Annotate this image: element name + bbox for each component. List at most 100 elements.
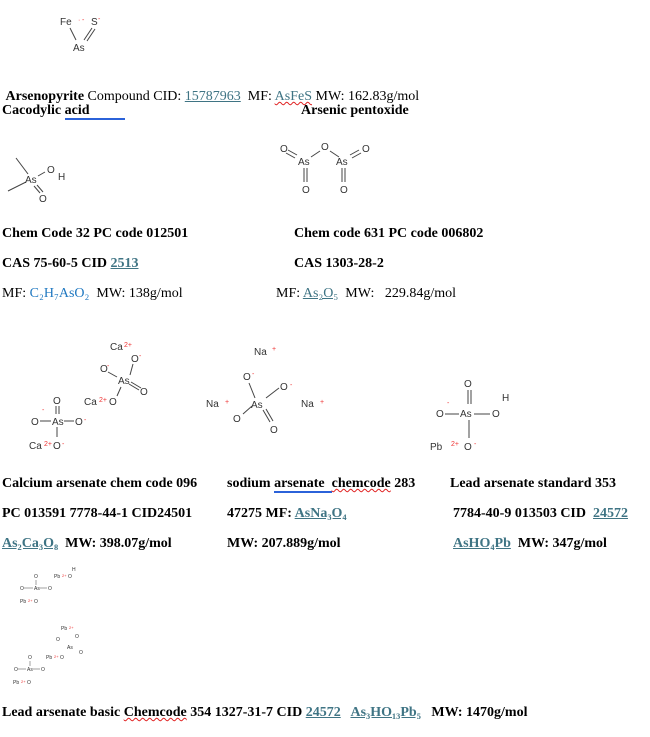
svg-text:O: O xyxy=(31,417,39,428)
link[interactable]: arsenate xyxy=(274,476,332,493)
text: sodium xyxy=(227,476,275,491)
lead-line-3: AsHO₄Pb MW: 347g/mol xyxy=(453,536,607,552)
arsenopyrite-line: Arsenopyrite Compound CID: 15787963 MF: … xyxy=(2,73,420,105)
sodium-line-3: MW: 207.889g/mol xyxy=(227,536,341,551)
sodium-line-1: sodium arsenate chemcode 283 xyxy=(227,476,416,493)
svg-text:O: O xyxy=(39,194,47,205)
svg-text:O: O xyxy=(243,372,251,383)
cid-link[interactable]: 15787963 xyxy=(184,89,241,104)
cid-link[interactable]: 2513 xyxy=(110,256,139,271)
mf-link[interactable]: AsHO₄Pb xyxy=(453,536,511,551)
mf-label: MF: xyxy=(276,286,303,301)
svg-text:-: - xyxy=(82,17,85,24)
mf-link[interactable]: AsNa₃O₄ xyxy=(294,506,347,521)
compound-name: Arsenopyrite xyxy=(5,89,85,104)
text: Lead arsenate basic xyxy=(2,705,124,720)
svg-text:O: O xyxy=(53,441,61,452)
svg-text:O: O xyxy=(464,442,472,453)
mf-link[interactable]: As₂Ca₃O₈ xyxy=(2,536,59,551)
svg-text:O: O xyxy=(362,144,370,155)
svg-text:-: - xyxy=(447,400,450,407)
text: 354 1327-31-7 CID xyxy=(186,705,306,720)
svg-text:O: O xyxy=(27,680,31,686)
svg-text:Pb: Pb xyxy=(61,626,67,632)
svg-text:·: · xyxy=(78,17,80,24)
svg-text:Na: Na xyxy=(301,399,314,410)
svg-text:As: As xyxy=(460,409,472,420)
svg-text:Ca: Ca xyxy=(84,397,97,408)
svg-text:O: O xyxy=(75,634,79,640)
svg-text:Na: Na xyxy=(206,399,219,410)
svg-text:H: H xyxy=(58,172,65,183)
svg-text:As: As xyxy=(34,586,40,592)
cid-link[interactable]: 24572 xyxy=(305,705,341,720)
svg-text:As: As xyxy=(27,667,33,673)
cacodylic-acid-structure: As OH O xyxy=(7,157,65,205)
svg-text:O: O xyxy=(140,387,148,398)
svg-text:2+: 2+ xyxy=(28,598,33,603)
mf-label: MF: xyxy=(240,89,275,104)
text: 7784-40-9 013503 CID xyxy=(453,506,593,521)
mw-text: MW: 398.07g/mol xyxy=(58,536,172,551)
svg-text:Pb: Pb xyxy=(20,599,26,605)
svg-text:O: O xyxy=(280,382,288,393)
mw-text: MW: 347g/mol xyxy=(510,536,607,551)
title-link[interactable]: acid xyxy=(64,103,90,120)
mf-link[interactable]: As₂O₅ xyxy=(302,286,339,301)
svg-text:O: O xyxy=(233,414,241,425)
svg-text:Pb: Pb xyxy=(13,680,19,686)
svg-text:2+: 2+ xyxy=(21,679,26,684)
svg-text:O: O xyxy=(60,655,64,661)
svg-text:O: O xyxy=(48,586,52,592)
svg-text:2+: 2+ xyxy=(54,654,59,659)
svg-text:O: O xyxy=(280,144,288,155)
lead-line-1: Lead arsenate standard 353 xyxy=(450,476,617,491)
svg-text:Ca: Ca xyxy=(110,342,123,353)
svg-text:O: O xyxy=(340,185,348,196)
svg-text:O: O xyxy=(100,364,108,375)
svg-text:H: H xyxy=(72,567,76,573)
svg-text:O: O xyxy=(321,142,329,153)
svg-text:As: As xyxy=(67,645,73,651)
cacodylic-mf: MF: C₂H₇AsO₂ MW: 138g/mol xyxy=(2,286,183,302)
mf-link[interactable]: As₃HO₁₃Pb₅ xyxy=(350,705,421,720)
title-part: Cacodylic xyxy=(2,103,65,118)
svg-text:-: - xyxy=(290,382,293,389)
svg-text:2+: 2+ xyxy=(451,441,459,448)
svg-text:2+: 2+ xyxy=(62,573,67,578)
svg-text:+: + xyxy=(272,346,276,353)
svg-text:-: - xyxy=(84,417,87,424)
svg-text:O: O xyxy=(47,165,55,176)
svg-text:As: As xyxy=(336,157,348,168)
svg-text:Fe: Fe xyxy=(60,17,72,28)
svg-text:-: - xyxy=(98,16,101,23)
mf-link[interactable]: AsFeS xyxy=(274,89,312,104)
cid-link[interactable]: 24572 xyxy=(593,506,628,521)
svg-text:O: O xyxy=(56,637,60,643)
svg-text:Pb: Pb xyxy=(54,574,60,580)
svg-text:As: As xyxy=(25,175,37,186)
text: 283 xyxy=(390,476,416,491)
mw-text: MW: 229.84g/mol xyxy=(338,286,456,301)
calcium-line-2: PC 013591 7778-44-1 CID24501 xyxy=(2,506,193,521)
svg-text:Pb: Pb xyxy=(46,655,52,661)
svg-text:As: As xyxy=(251,400,263,411)
calcium-line-3: As₂Ca₃O₈ MW: 398.07g/mol xyxy=(2,536,172,552)
sodium-line-2: 47275 MF: AsNa₃O₄ xyxy=(227,506,347,522)
svg-text:H: H xyxy=(502,393,509,404)
pentoxide-code: Chem code 631 PC code 006802 xyxy=(294,226,484,241)
mw-text: MW: 138g/mol xyxy=(89,286,183,301)
mf-label: MF: xyxy=(2,286,30,301)
svg-text:O: O xyxy=(34,599,38,605)
svg-text:-: - xyxy=(42,407,45,414)
cacodylic-code: Chem Code 32 PC code 012501 xyxy=(2,226,189,241)
mf-link[interactable]: C₂H₇AsO₂ xyxy=(29,286,90,301)
arsenopyrite-structure: Fe·- S- As xyxy=(60,16,101,54)
svg-text:2+: 2+ xyxy=(44,441,52,448)
svg-text:O: O xyxy=(41,667,45,673)
